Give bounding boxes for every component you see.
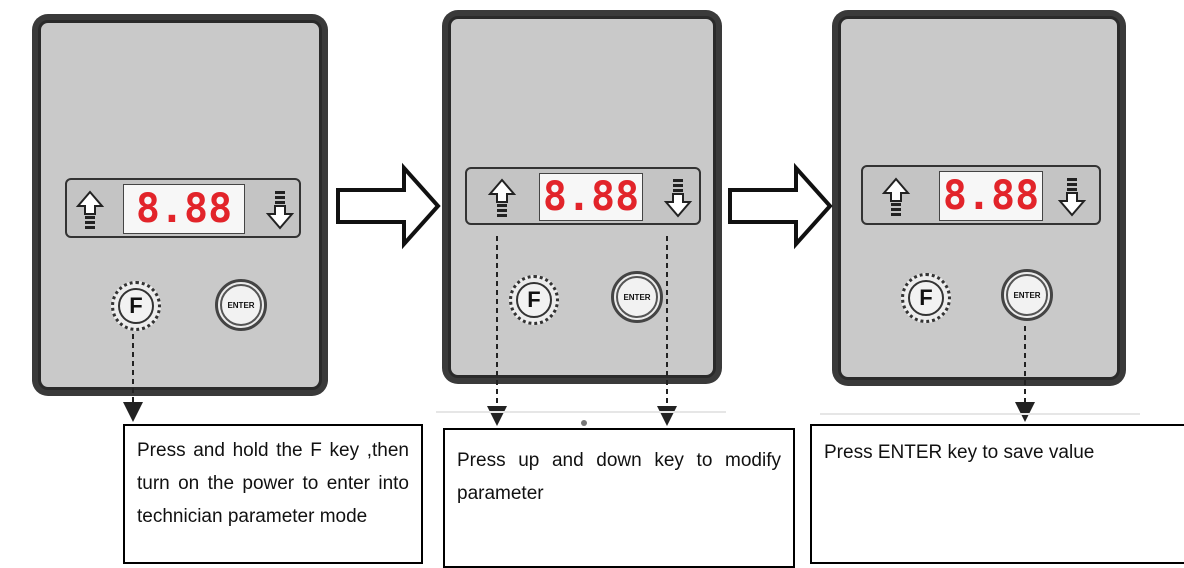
step-1-text: Press and hold the F key ,then turn on t… [137, 440, 409, 527]
up-arrow-icon [487, 178, 517, 217]
up-key[interactable] [75, 190, 105, 230]
down-arrow-icon [265, 191, 295, 230]
enter-key[interactable]: ENTER [215, 279, 267, 331]
f-key[interactable]: F [901, 273, 951, 323]
down-key[interactable] [265, 190, 295, 230]
keypad-row: 8.88 [465, 167, 701, 225]
digit-display: 8.88 [939, 171, 1043, 221]
digit-display: 8.88 [539, 173, 643, 221]
keypad-row: 8.88 [65, 178, 301, 238]
f-key[interactable]: F [509, 275, 559, 325]
down-key[interactable] [1057, 177, 1087, 217]
f-key-label: F [908, 280, 944, 316]
flow-arrow-icon [728, 162, 833, 250]
flow-arrow-icon [336, 162, 441, 250]
up-key[interactable] [487, 178, 517, 218]
controller-panel-2: 8.88 F ENTER [448, 16, 716, 378]
controller-panel-3: 8.88 F ENTER [838, 16, 1120, 380]
enter-key[interactable]: ENTER [611, 271, 663, 323]
small-mark-icon [581, 420, 587, 426]
down-key[interactable] [663, 178, 693, 218]
f-key[interactable]: F [111, 281, 161, 331]
down-arrow-icon [663, 179, 693, 218]
step-1-caption: Press and hold the F key ,then turn on t… [123, 424, 423, 564]
up-arrow-icon [881, 177, 911, 216]
enter-key-label: ENTER [1006, 274, 1048, 316]
up-arrow-icon [75, 190, 105, 229]
keypad-row: 8.88 [861, 165, 1101, 225]
down-arrow-icon [1057, 178, 1087, 217]
up-key[interactable] [881, 177, 911, 217]
enter-key[interactable]: ENTER [1001, 269, 1053, 321]
step-2-caption: Press up and down key to modify paramete… [443, 428, 795, 568]
step-3-text: Press ENTER key to save value [824, 442, 1095, 463]
digit-display: 8.88 [123, 184, 245, 234]
enter-key-label: ENTER [220, 284, 262, 326]
f-key-label: F [118, 288, 154, 324]
step-3-caption: Press ENTER key to save value [810, 424, 1184, 564]
step-2-text: Press up and down key to modify paramete… [457, 450, 781, 504]
enter-key-label: ENTER [616, 276, 658, 318]
controller-panel-1: 8.88 F ENTER [38, 20, 322, 390]
f-key-label: F [516, 282, 552, 318]
